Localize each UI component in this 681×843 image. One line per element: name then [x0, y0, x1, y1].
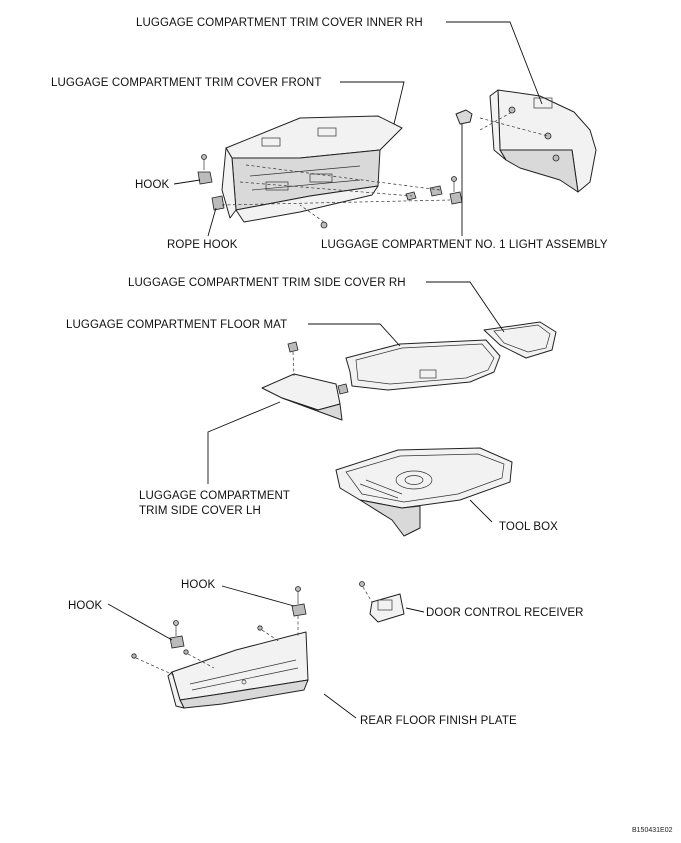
front-cover-fasteners	[221, 164, 463, 229]
rope-hook-clip	[211, 195, 225, 211]
rear-floor-finish-plate-part	[167, 631, 309, 709]
label-floor-mat: LUGGAGE COMPARTMENT FLOOR MAT	[66, 319, 287, 331]
label-rope-hook: ROPE HOOK	[167, 239, 238, 251]
label-door-control-receiver: DOOR CONTROL RECEIVER	[426, 607, 584, 619]
light-assembly-part	[455, 109, 473, 125]
leader-hook-top	[173, 179, 201, 185]
leader-floor-mat	[308, 323, 401, 347]
label-trim-side-cover-lh-line1: LUGGAGE COMPARTMENT	[139, 490, 290, 502]
trim-cover-front-part	[221, 115, 403, 223]
leader-tool-box	[469, 499, 493, 523]
figure-reference-code: B150431E02	[632, 827, 673, 834]
tool-box-part	[335, 447, 513, 537]
label-hook-top: HOOK	[135, 179, 169, 191]
trim-side-cover-rh-part	[483, 321, 557, 359]
leader-rear-floor-finish-plate	[323, 693, 357, 719]
label-trim-cover-front: LUGGAGE COMPARTMENT TRIM COVER FRONT	[51, 77, 321, 89]
leader-trim-inner-rh	[446, 21, 543, 105]
door-control-receiver-part	[359, 581, 405, 623]
leader-trim-front	[340, 81, 405, 125]
leader-side-cover-lh	[207, 401, 281, 484]
label-trim-cover-inner-rh: LUGGAGE COMPARTMENT TRIM COVER INNER RH	[136, 17, 423, 29]
label-rear-floor-finish-plate: REAR FLOOR FINISH PLATE	[360, 715, 517, 727]
label-light-assembly: LUGGAGE COMPARTMENT NO. 1 LIGHT ASSEMBLY	[321, 239, 608, 251]
trim-side-cover-lh-part	[261, 341, 349, 421]
label-hook-left: HOOK	[68, 600, 102, 612]
label-trim-side-cover-rh: LUGGAGE COMPARTMENT TRIM SIDE COVER RH	[128, 277, 406, 289]
leader-side-cover-rh	[426, 281, 505, 333]
leader-door-control-receiver	[405, 607, 425, 613]
floor-mat-part	[345, 339, 501, 391]
leader-rope-hook	[207, 207, 217, 237]
label-trim-side-cover-lh-line2: TRIM SIDE COVER LH	[139, 505, 261, 517]
hook-clip-top-left	[197, 154, 213, 185]
leader-hook-mid	[221, 585, 295, 607]
hook-clip-mid	[291, 586, 307, 636]
label-hook-mid: HOOK	[181, 579, 215, 591]
label-tool-box: TOOL BOX	[499, 521, 558, 533]
leader-hook-left	[107, 603, 173, 641]
hook-clip-left	[131, 620, 281, 677]
trim-cover-inner-rh-part	[479, 89, 597, 193]
